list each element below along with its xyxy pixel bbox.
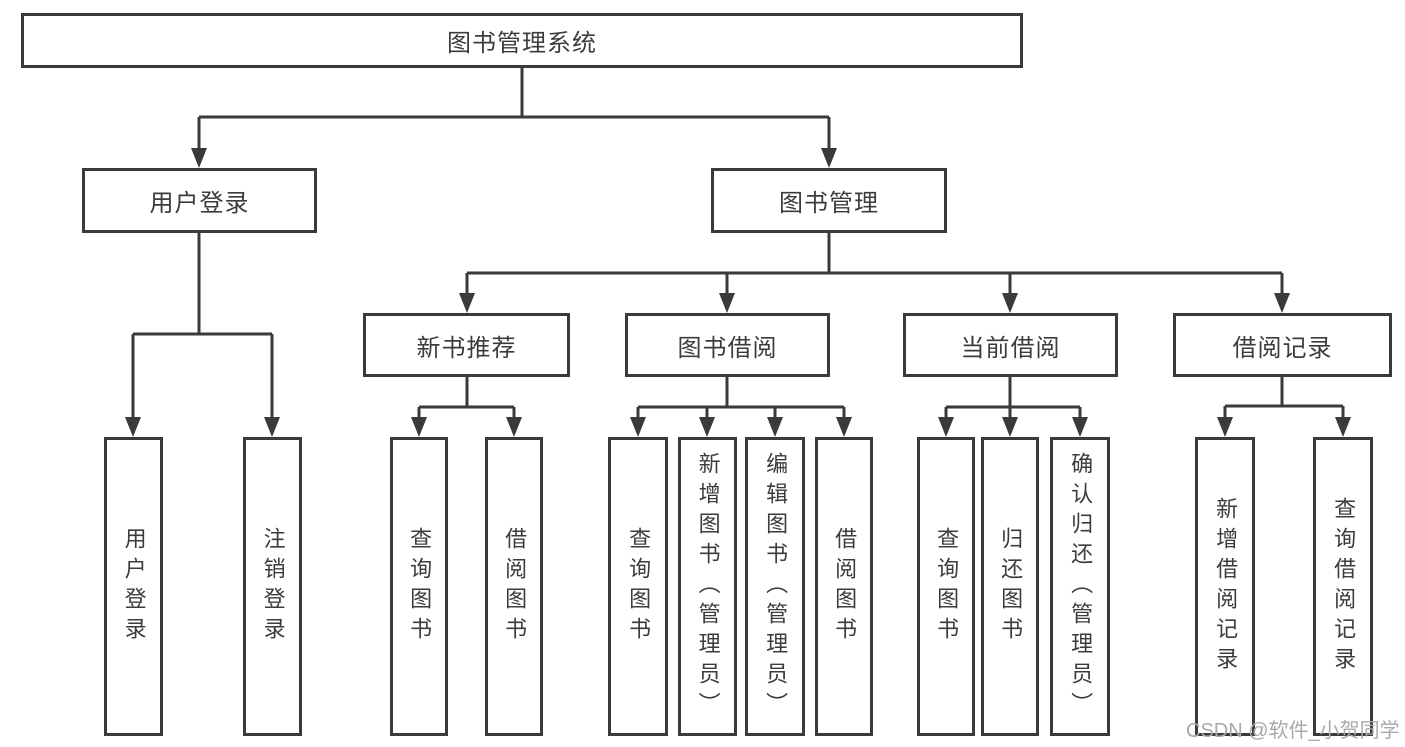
node-leaf-add-books-admin: 新增图书（管理员） (678, 437, 737, 736)
node-leaf-borrow-books-2: 借阅图书 (815, 437, 873, 736)
node-leaf-edit-books-admin: 编辑图书（管理员） (745, 437, 805, 736)
node-user-login: 用户登录 (82, 168, 317, 233)
node-library-management-system: 图书管理系统 (21, 13, 1023, 68)
node-leaf-confirm-return-admin: 确认归还（管理员） (1050, 437, 1110, 736)
node-label: 归还图书 (998, 526, 1024, 647)
node-book-management: 图书管理 (711, 168, 947, 233)
node-label: 查询图书 (626, 526, 652, 647)
node-leaf-query-books-2: 查询图书 (608, 437, 668, 736)
node-label: 用户登录 (121, 526, 147, 647)
node-label: 新增借阅记录 (1213, 496, 1239, 677)
node-label: 查询图书 (934, 526, 960, 647)
node-leaf-borrow-books-1: 借阅图书 (485, 437, 543, 736)
node-leaf-query-books-1: 查询图书 (390, 437, 448, 736)
node-leaf-query-books-3: 查询图书 (917, 437, 975, 736)
node-label: 用户登录 (149, 190, 250, 217)
node-label: 查询图书 (407, 526, 433, 647)
node-label: 借阅图书 (502, 526, 528, 647)
csdn-watermark: CSDN @软件_小贺同学 (1186, 720, 1400, 742)
node-current-borrowing: 当前借阅 (903, 313, 1118, 377)
node-label: 确认归还（管理员） (1068, 451, 1094, 722)
node-label: 借阅图书 (832, 526, 858, 647)
node-label: 图书借阅 (677, 334, 778, 362)
node-label: 借阅记录 (1232, 334, 1333, 362)
node-label: 新增图书（管理员） (695, 451, 721, 722)
node-label: 编辑图书（管理员） (763, 451, 789, 722)
node-new-book-recommendation: 新书推荐 (363, 313, 570, 377)
node-label: 图书管理系统 (447, 30, 597, 57)
node-label: 图书管理 (779, 190, 879, 217)
node-label: 新书推荐 (416, 334, 517, 362)
node-leaf-query-borrow-record: 查询借阅记录 (1313, 437, 1373, 736)
node-leaf-logout: 注销登录 (243, 437, 302, 736)
node-label: 查询借阅记录 (1331, 496, 1357, 677)
node-label: 当前借阅 (960, 334, 1061, 362)
arrowheads (125, 148, 1351, 437)
node-leaf-user-login: 用户登录 (104, 437, 163, 736)
node-leaf-add-borrow-record: 新增借阅记录 (1195, 437, 1255, 736)
node-book-borrowing: 图书借阅 (625, 313, 830, 377)
node-borrowing-records: 借阅记录 (1173, 313, 1392, 377)
node-leaf-return-books: 归还图书 (981, 437, 1039, 736)
node-label: 注销登录 (260, 526, 286, 647)
